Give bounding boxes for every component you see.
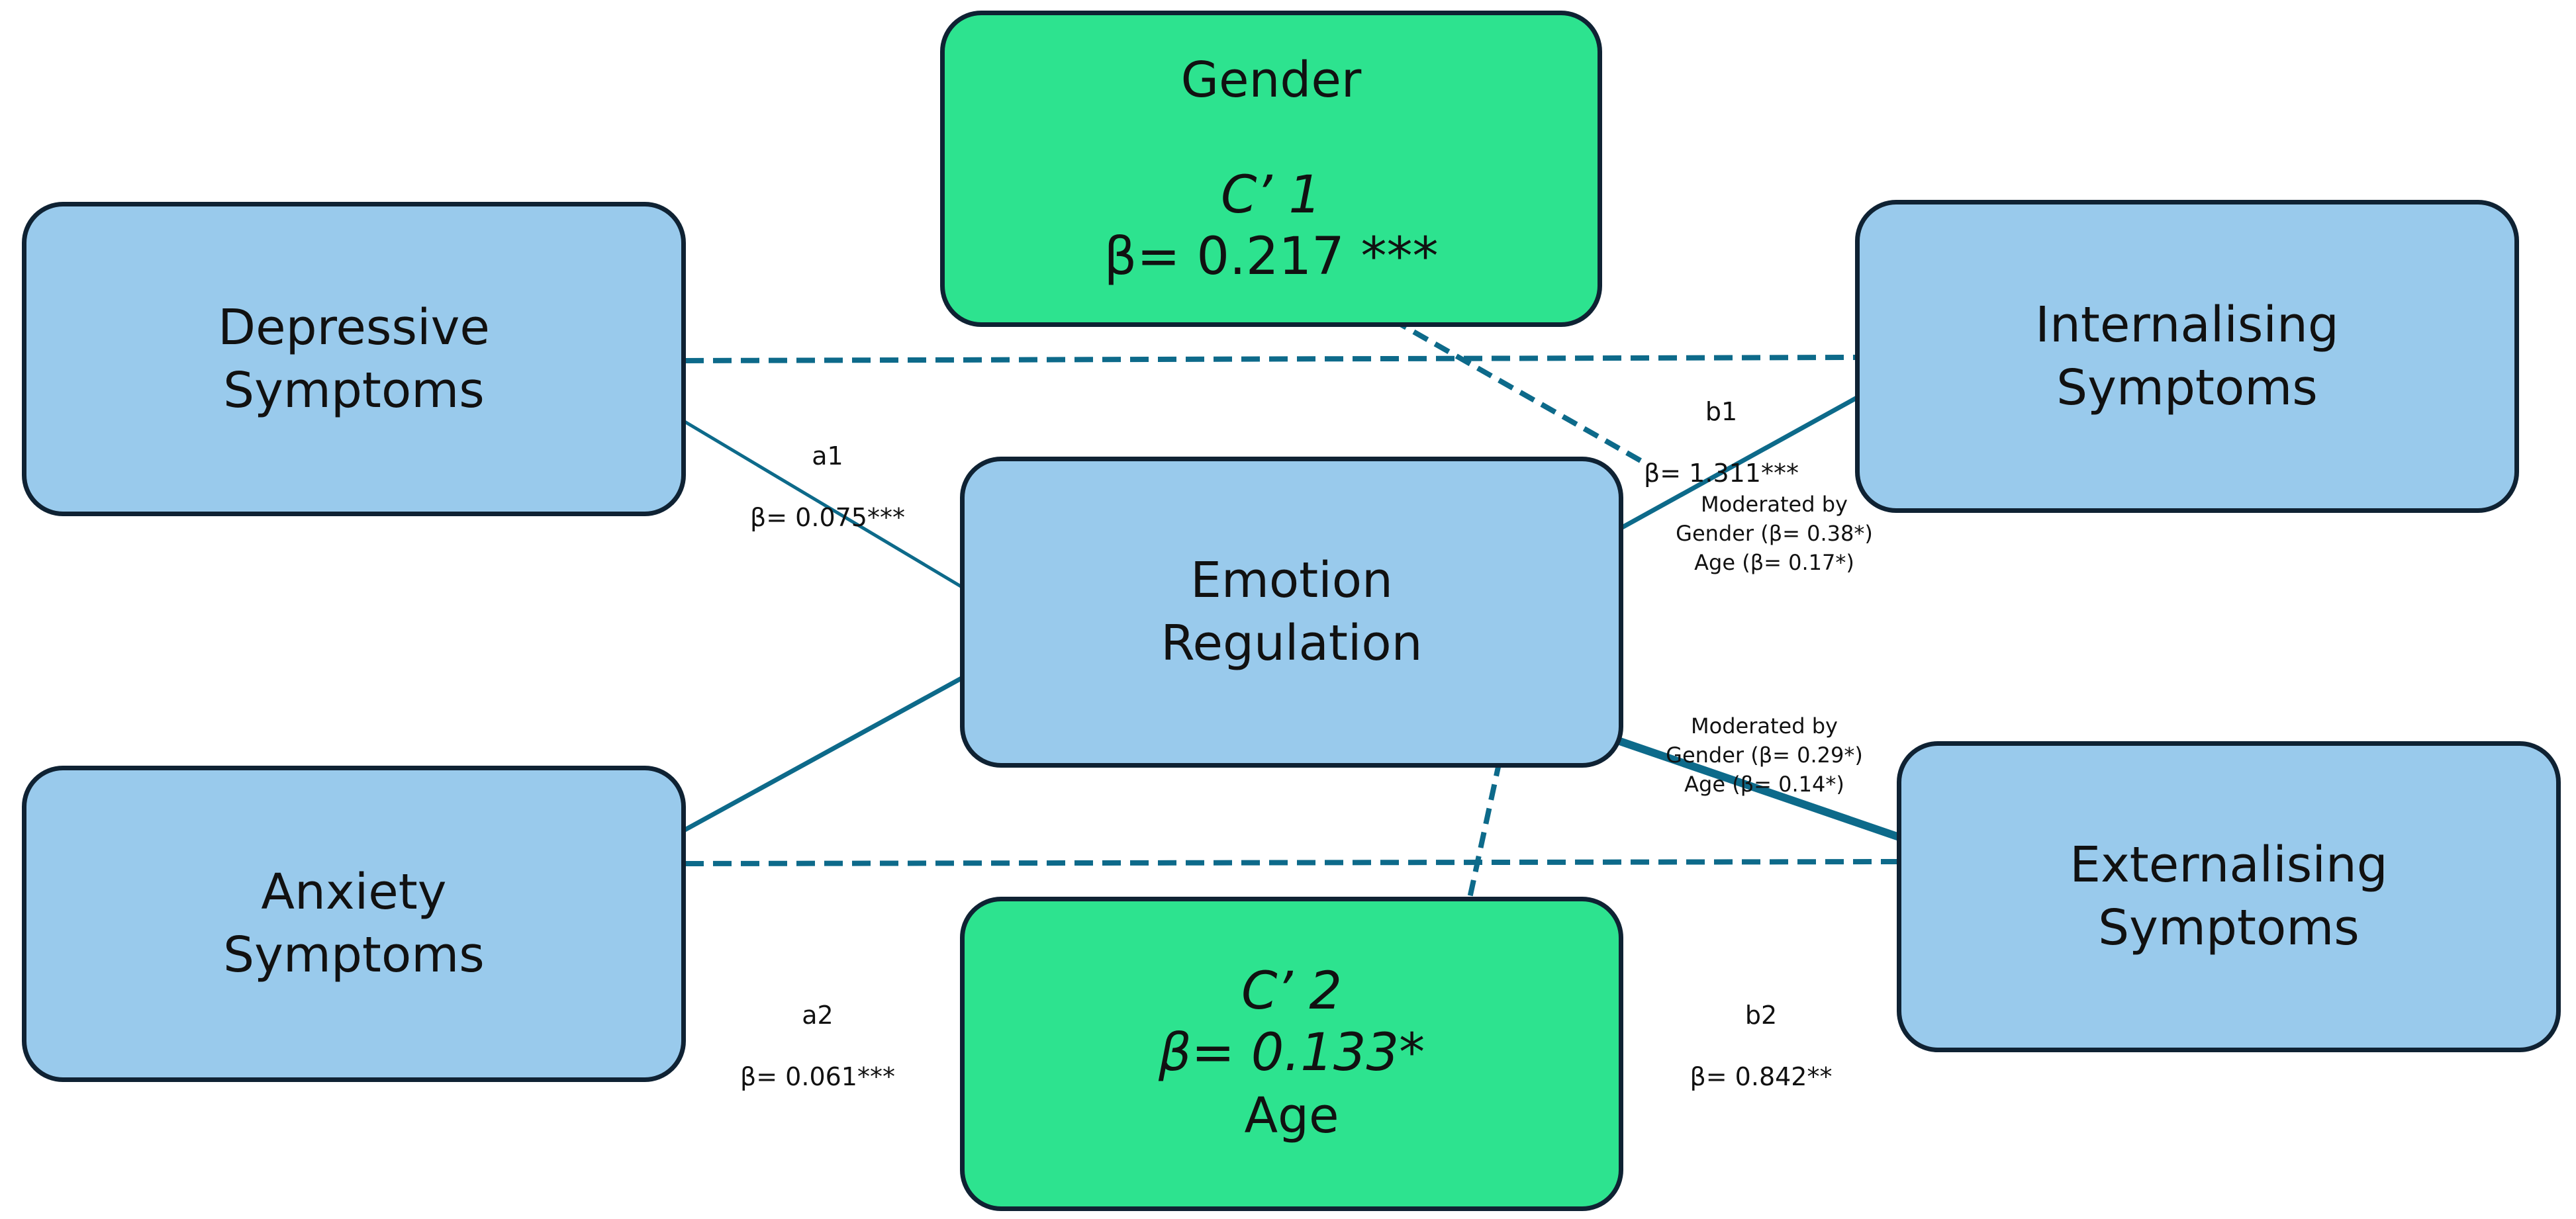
emotion-regulation-label: Emotion Regulation: [1161, 552, 1423, 672]
anxiety-symptoms-label: Anxiety Symptoms: [223, 864, 485, 983]
path-a2-name: a2: [802, 1001, 834, 1030]
path-b1-name: b1: [1705, 397, 1738, 427]
path-a1-beta: β= 0.075***: [750, 503, 905, 533]
age-node: C’ 2 β= 0.133* Age: [960, 897, 1623, 1211]
b2-moderation-gender: Gender (β= 0.29*): [1666, 743, 1863, 768]
externalising-symptoms-label: Externalising Symptoms: [2070, 836, 2388, 956]
path-a2-annotation: a2 β= 0.061***: [740, 970, 895, 1123]
anxiety-symptoms-node: Anxiety Symptoms: [22, 766, 686, 1082]
depressive-internalising-dashed-line: [685, 355, 1858, 363]
b1-moderation-gender: Gender (β= 0.38*): [1676, 521, 1873, 547]
path-a2-beta: β= 0.061***: [740, 1062, 895, 1092]
age-beta: β= 0.133*: [1158, 1023, 1425, 1083]
gender-node: Gender C’ 1 β= 0.217 ***: [940, 11, 1602, 327]
internalising-symptoms-label: Internalising Symptoms: [2035, 296, 2339, 416]
b1-moderation-age: Age (β= 0.17*): [1694, 550, 1854, 576]
path-a1-annotation: a1 β= 0.075***: [750, 410, 905, 564]
b1-moderation-note: Moderated by Gender (β= 0.38*) Age (β= 0…: [1676, 490, 1873, 577]
externalising-symptoms-node: Externalising Symptoms: [1897, 741, 2561, 1052]
b2-moderation-title: Moderated by: [1691, 713, 1838, 739]
path-a1-name: a1: [812, 441, 843, 471]
gender-label: Gender: [1180, 52, 1362, 109]
b1-moderation-title: Moderated by: [1701, 492, 1848, 517]
b2-moderation-note: Moderated by Gender (β= 0.29*) Age (β= 0…: [1666, 711, 1863, 799]
depressive-symptoms-node: Depressive Symptoms: [22, 202, 686, 516]
emotion-regulation-node: Emotion Regulation: [960, 457, 1623, 768]
gender-beta: β= 0.217 ***: [1104, 227, 1439, 287]
path-b2-beta: β= 0.842**: [1690, 1062, 1833, 1092]
depressive-symptoms-label: Depressive Symptoms: [218, 298, 490, 419]
path-b2-name: b2: [1744, 1001, 1778, 1030]
anxiety-externalising-dashed-line: [685, 859, 1897, 866]
path-b2-annotation: b2 β= 0.842**: [1690, 970, 1833, 1123]
b2-moderation-age: Age (β= 0.14*): [1684, 772, 1844, 797]
path-b1-annotation: b1 β= 1.311***: [1644, 366, 1799, 519]
gender-path-name: C’ 1: [1221, 165, 1321, 225]
age-path-name: C’ 2: [1241, 961, 1342, 1021]
path-b1-beta: β= 1.311***: [1644, 459, 1799, 488]
age-label: Age: [1244, 1087, 1339, 1144]
internalising-symptoms-node: Internalising Symptoms: [1855, 200, 2519, 513]
